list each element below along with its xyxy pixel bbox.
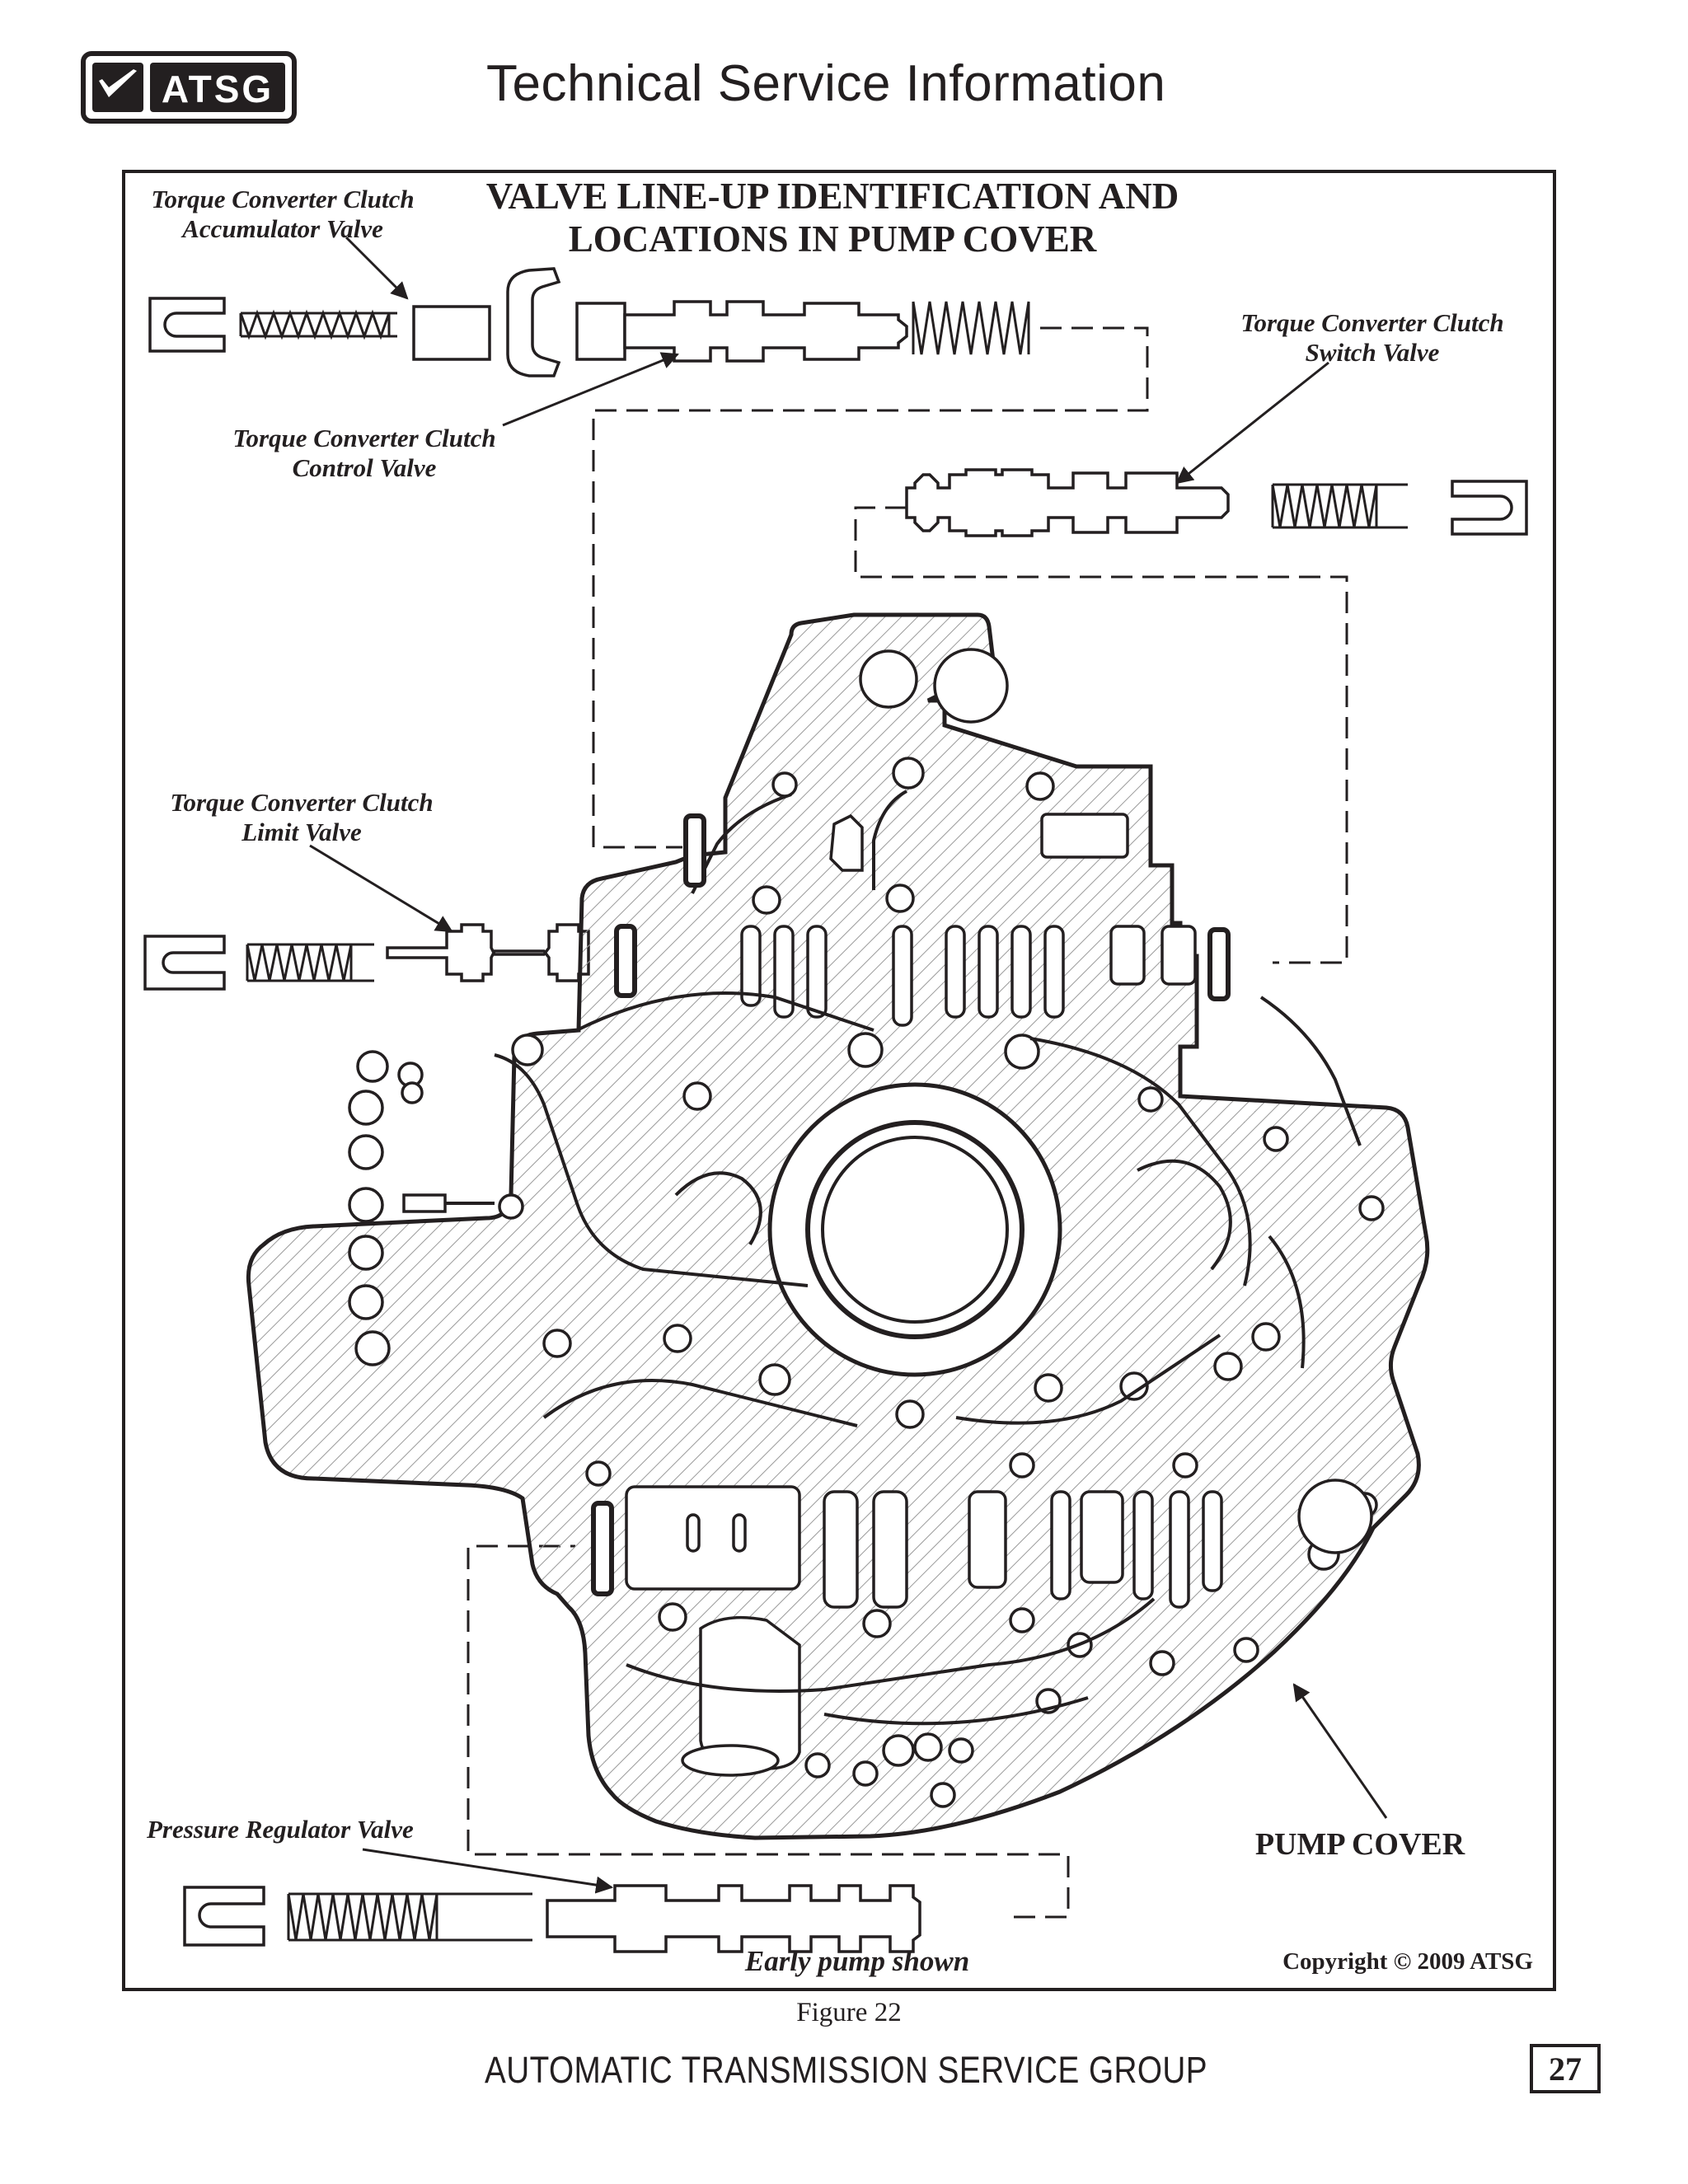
control-valve-plug (575, 302, 626, 361)
valve-retainer (506, 267, 561, 377)
label-pressure-regulator-valve: Pressure Regulator Valve (147, 1815, 414, 1844)
upper-passage-1 (691, 793, 792, 894)
pr-dash-leader (467, 1544, 1070, 1919)
switch-dash-leader (854, 506, 1348, 964)
accumulator-valve (412, 305, 491, 361)
valve-bore-top-right (1040, 813, 1129, 859)
left-port-column (348, 1050, 495, 1366)
svg-text:ATSG: ATSG (162, 68, 274, 110)
pressure-regulator-spool (546, 1884, 921, 1953)
figure-caption: Figure 22 (796, 1998, 902, 2027)
valve-slot-switch (1207, 927, 1231, 1001)
label-line: Torque Converter Clutch (232, 424, 496, 452)
limit-arrow (309, 844, 453, 933)
label-line: Accumulator Valve (182, 214, 383, 243)
callout-arrows (309, 236, 1388, 1894)
center-bore-inner (821, 1136, 1009, 1324)
label-line: Switch Valve (1305, 338, 1440, 367)
lower-row-channels (625, 1485, 1223, 1609)
tcc-control-valve-lineup (148, 267, 1149, 849)
valve-slot-limit (614, 924, 637, 998)
right-cavity-port (1297, 1479, 1373, 1554)
upper-passage-2 (872, 790, 907, 890)
accum-dash-leader (592, 326, 1149, 849)
mid-row-channels (740, 925, 1197, 1027)
pressure-regulator-lineup (183, 1544, 1070, 1953)
pressure-arrow (362, 1848, 614, 1894)
limit-retainer-clip (143, 935, 226, 991)
switch-valve-spring (1271, 483, 1408, 529)
label-tcc-limit-valve: Torque Converter Clutch Limit Valve (153, 788, 450, 847)
pressure-regulator-spring (287, 1892, 532, 1942)
diagram-title-line1: VALVE LINE-UP IDENTIFICATION AND (485, 176, 1179, 217)
page-number: 27 (1530, 2044, 1601, 2093)
label-line: Limit Valve (241, 818, 362, 846)
label-line: Torque Converter Clutch (151, 185, 415, 213)
label-line: Torque Converter Clutch (170, 788, 434, 817)
footer-organization: AUTOMATIC TRANSMISSION SERVICE GROUP (485, 2049, 1208, 2091)
diagram-title: VALVE LINE-UP IDENTIFICATION AND LOCATIO… (462, 175, 1203, 260)
switch-arrow (1175, 361, 1329, 485)
label-pump-cover: PUMP COVER (1254, 1827, 1465, 1862)
label-line: Control Valve (292, 453, 437, 482)
tower-port-right (933, 648, 1009, 724)
switch-retainer-clip (1451, 480, 1528, 536)
control-valve-spring (912, 301, 1030, 355)
label-tcc-control-valve: Torque Converter Clutch Control Valve (216, 424, 513, 483)
tcc-switch-valve-lineup (854, 468, 1528, 964)
limit-valve-spring (246, 943, 374, 982)
lower-left-cavity-rim (681, 1744, 780, 1777)
pump-cover (246, 612, 1430, 1840)
switch-valve-spool (905, 468, 1230, 537)
diagram-title-line2: LOCATIONS IN PUMP COVER (568, 218, 1097, 260)
body-ports (498, 757, 1385, 1808)
accumulator-spring (239, 309, 397, 340)
copyright-notice: Copyright © 2009 ATSG (1282, 1948, 1533, 1975)
tower-port-left (859, 649, 918, 709)
valve-slot-control (683, 813, 706, 888)
label-line: Torque Converter Clutch (1240, 308, 1504, 337)
label-tcc-switch-valve: Torque Converter Clutch Switch Valve (1212, 308, 1533, 368)
retainer-clip (148, 297, 226, 353)
figure-frame (122, 170, 1556, 1991)
page-header-title: Technical Service Information (486, 55, 1166, 112)
pr-retainer-clip (183, 1886, 265, 1947)
pump-cover-arrow (1292, 1683, 1388, 1819)
channel-upper-left (829, 813, 864, 872)
label-tcc-accumulator-valve: Torque Converter Clutch Accumulator Valv… (138, 185, 427, 244)
valve-slot-pressure (591, 1501, 614, 1596)
accum-arrow (345, 236, 409, 300)
flow-passages (494, 991, 1362, 1726)
control-arrow (502, 352, 679, 427)
label-early-pump: Early pump shown (744, 1945, 970, 1977)
control-valve-spool (623, 300, 908, 363)
atsg-logo: ATSG (81, 51, 297, 124)
